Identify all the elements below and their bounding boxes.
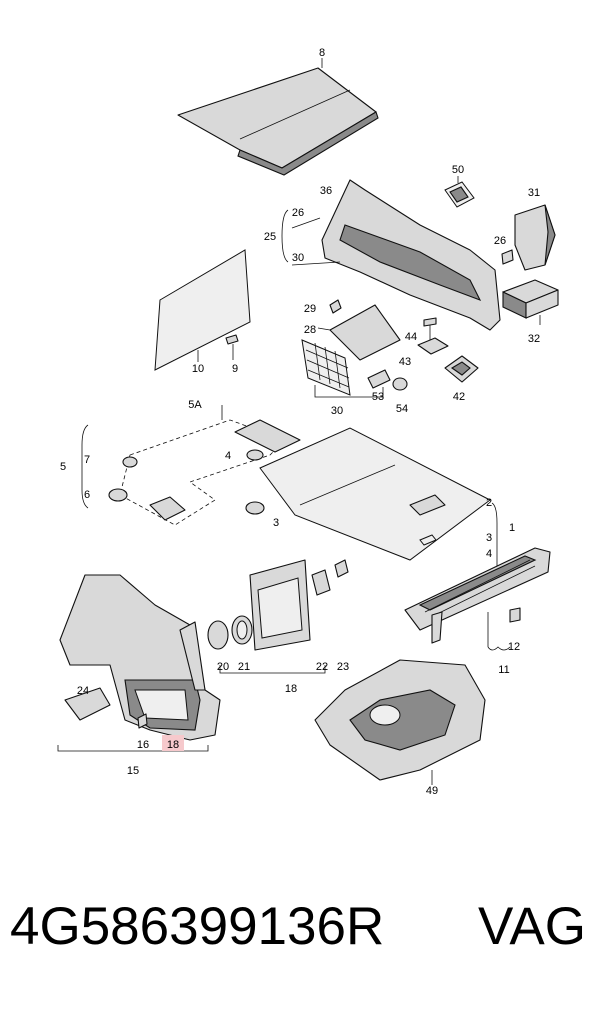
callout-10: 10 <box>192 363 204 375</box>
callout-labels: 8 36 50 31 26 25 26 30 29 28 44 32 43 10… <box>60 47 540 797</box>
bracket-part-28 <box>317 299 401 361</box>
callout-18b: 18 <box>167 739 179 751</box>
callout-8: 8 <box>319 47 325 59</box>
callout-5a: 5A <box>188 399 202 411</box>
block-part-32 <box>502 279 559 325</box>
callout-30b: 30 <box>331 405 343 417</box>
callout-6: 6 <box>84 489 90 501</box>
floor-panel-part-1 <box>259 427 491 561</box>
callout-21: 21 <box>238 661 250 673</box>
callout-7: 7 <box>84 454 90 466</box>
callout-2: 2 <box>486 497 492 509</box>
callout-42: 42 <box>453 391 465 403</box>
block-part-31 <box>514 204 556 271</box>
callout-18a: 18 <box>285 683 297 695</box>
callout-23: 23 <box>337 661 349 673</box>
spare-wheel-tray-part-49 <box>314 659 486 785</box>
callout-4a: 4 <box>225 450 231 462</box>
callout-1: 1 <box>509 522 515 534</box>
callout-53: 53 <box>372 391 384 403</box>
side-panel-part-30 <box>281 179 501 331</box>
plug-part-53 <box>367 369 391 389</box>
frame-part-18 <box>207 559 349 674</box>
bracket-part-42 <box>444 355 479 383</box>
carpet-part-5 <box>81 405 301 526</box>
callout-31: 31 <box>528 187 540 199</box>
luggage-net-part-30 <box>301 339 384 398</box>
highlight-part-18 <box>162 735 184 751</box>
callout-15: 15 <box>127 765 139 777</box>
grommet-part-50 <box>444 176 475 208</box>
callout-26a: 26 <box>292 207 304 219</box>
sill-panel-part-11 <box>404 547 551 651</box>
callout-11: 11 <box>498 664 509 676</box>
footer: 4G586399136R VAG <box>0 896 600 986</box>
callout-29: 29 <box>304 303 316 315</box>
cover-board-part-8 <box>177 58 379 176</box>
brand-name: VAG <box>478 897 586 956</box>
callout-32: 32 <box>528 333 540 345</box>
fastener-part-44 <box>417 317 449 355</box>
callout-4b: 4 <box>486 548 492 560</box>
callout-26b: 26 <box>494 235 506 247</box>
callout-54: 54 <box>396 403 408 415</box>
callout-28: 28 <box>304 324 316 336</box>
callout-24: 24 <box>77 685 89 697</box>
callout-43: 43 <box>399 356 411 368</box>
callout-3b: 3 <box>486 532 492 544</box>
clip-part-9 <box>225 334 239 360</box>
callout-20: 20 <box>217 661 229 673</box>
cap-part-54 <box>392 377 408 391</box>
callout-30a: 30 <box>292 252 304 264</box>
callout-50: 50 <box>452 164 464 176</box>
callout-22: 22 <box>316 661 328 673</box>
side-trim-part-15 <box>57 574 221 752</box>
callout-49: 49 <box>426 785 438 797</box>
callout-44: 44 <box>405 331 417 343</box>
callout-9: 9 <box>232 363 238 375</box>
part-number: 4G586399136R <box>10 897 385 956</box>
clip-part-26 <box>501 249 514 265</box>
callout-5: 5 <box>60 461 66 473</box>
callout-3a: 3 <box>273 517 279 529</box>
callout-25: 25 <box>264 231 276 243</box>
callout-12: 12 <box>508 641 520 653</box>
side-mat-part-10 <box>154 249 251 371</box>
callout-36: 36 <box>320 185 332 197</box>
callout-16: 16 <box>137 739 149 751</box>
